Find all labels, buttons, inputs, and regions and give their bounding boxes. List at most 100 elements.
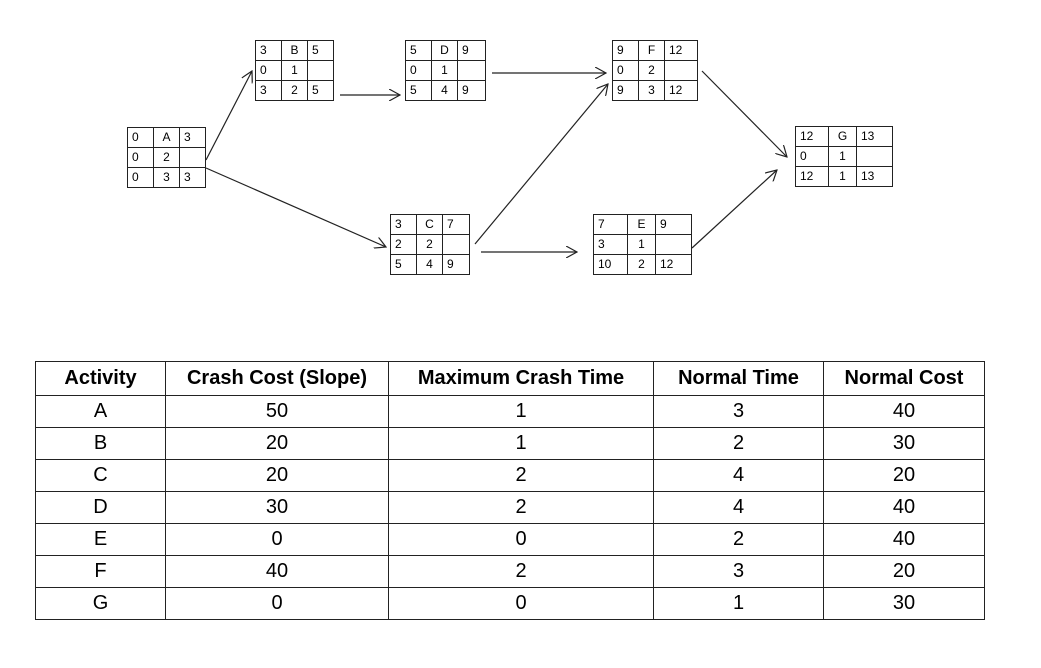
- node-e-label: E: [627, 214, 656, 235]
- cell-normal-time: 1: [653, 587, 824, 620]
- node-a-ef: 3: [179, 127, 206, 148]
- table-row: G 0 0 1 30: [35, 587, 985, 620]
- node-g-label: G: [828, 126, 857, 147]
- cell-normal-time: 3: [653, 555, 824, 588]
- cell-activity: A: [35, 395, 166, 428]
- node-b-ls: 3: [255, 80, 282, 101]
- node-g-ef: 13: [856, 126, 893, 147]
- cell-activity: E: [35, 523, 166, 556]
- table-row: F 40 2 3 20: [35, 555, 985, 588]
- node-c-dur: 4: [416, 254, 443, 275]
- node-f-slack: 0: [612, 60, 639, 81]
- cell-normal-time: 2: [653, 427, 824, 460]
- node-c-slack: 2: [390, 234, 417, 255]
- cell-crash-cost: 20: [165, 427, 389, 460]
- cell-normal-time: 3: [653, 395, 824, 428]
- node-g-lf: 13: [856, 166, 893, 187]
- cell-crash-cost: 0: [165, 587, 389, 620]
- arrow-c-f: [474, 84, 608, 245]
- node-d-duration: 1: [431, 60, 458, 81]
- table-row: D 30 2 4 40: [35, 491, 985, 524]
- cell-max-crash-time: 0: [388, 587, 654, 620]
- node-f-es: 9: [612, 40, 639, 61]
- arrow-a-b: [205, 71, 252, 161]
- node-c-ef: 7: [442, 214, 470, 235]
- node-d-ef: 9: [457, 40, 486, 61]
- node-e-dur: 2: [627, 254, 656, 275]
- node-a-es: 0: [127, 127, 154, 148]
- cell-max-crash-time: 1: [388, 395, 654, 428]
- cell-max-crash-time: 2: [388, 459, 654, 492]
- cell-normal-cost: 30: [823, 427, 985, 460]
- header-crash-cost: Crash Cost (Slope): [165, 361, 389, 396]
- table-row: A 50 1 3 40: [35, 395, 985, 428]
- table-header-row: Activity Crash Cost (Slope) Maximum Cras…: [35, 361, 985, 396]
- cell-normal-time: 4: [653, 491, 824, 524]
- node-g-duration: 1: [828, 146, 857, 167]
- node-a-label: A: [153, 127, 180, 148]
- cell-max-crash-time: 1: [388, 427, 654, 460]
- cell-normal-cost: 20: [823, 459, 985, 492]
- arrow-e-g: [691, 170, 777, 249]
- node-c-ls: 5: [390, 254, 417, 275]
- arrow-a-c: [205, 167, 386, 247]
- node-d-label: D: [431, 40, 458, 61]
- cell-crash-cost: 50: [165, 395, 389, 428]
- node-g-slack: 0: [795, 146, 829, 167]
- node-a-duration: 2: [153, 147, 180, 168]
- node-e-ef: 9: [655, 214, 692, 235]
- node-e-slack: 3: [593, 234, 628, 255]
- node-b-es: 3: [255, 40, 282, 61]
- cell-activity: D: [35, 491, 166, 524]
- node-e-lf: 12: [655, 254, 692, 275]
- node-c-es: 3: [390, 214, 417, 235]
- cell-activity: F: [35, 555, 166, 588]
- cell-crash-cost: 40: [165, 555, 389, 588]
- node-c-lf: 9: [442, 254, 470, 275]
- cell-crash-cost: 20: [165, 459, 389, 492]
- cell-max-crash-time: 2: [388, 491, 654, 524]
- node-d-ls: 5: [405, 80, 432, 101]
- node-b-ef: 5: [307, 40, 334, 61]
- cell-normal-time: 4: [653, 459, 824, 492]
- node-c-label: C: [416, 214, 443, 235]
- network-arrows: [205, 0, 1041, 330]
- header-activity: Activity: [35, 361, 166, 396]
- node-a-dur: 3: [153, 167, 180, 188]
- node-g-ls: 12: [795, 166, 829, 187]
- node-d-dur: 4: [431, 80, 458, 101]
- table-row: B 20 1 2 30: [35, 427, 985, 460]
- cell-activity: C: [35, 459, 166, 492]
- cell-normal-cost: 20: [823, 555, 985, 588]
- node-d-lf: 9: [457, 80, 486, 101]
- node-g-dur: 1: [828, 166, 857, 187]
- node-e-es: 7: [593, 214, 628, 235]
- table-row: C 20 2 4 20: [35, 459, 985, 492]
- cell-normal-cost: 40: [823, 395, 985, 428]
- node-a-slack: 0: [127, 147, 154, 168]
- node-f-label: F: [638, 40, 665, 61]
- cell-normal-cost: 40: [823, 491, 985, 524]
- node-a-ls: 0: [127, 167, 154, 188]
- node-f-dur: 3: [638, 80, 665, 101]
- cell-max-crash-time: 2: [388, 555, 654, 588]
- node-b-label: B: [281, 40, 308, 61]
- node-f-lf: 12: [664, 80, 698, 101]
- node-e-ls: 10: [593, 254, 628, 275]
- node-b-slack: 0: [255, 60, 282, 81]
- cell-activity: G: [35, 587, 166, 620]
- cell-activity: B: [35, 427, 166, 460]
- node-d-es: 5: [405, 40, 432, 61]
- node-f-duration: 2: [638, 60, 665, 81]
- node-e-duration: 1: [627, 234, 656, 255]
- node-f-ls: 9: [612, 80, 639, 101]
- arrow-f-g: [701, 70, 787, 157]
- crash-cost-table: Activity Crash Cost (Slope) Maximum Cras…: [35, 361, 985, 620]
- cell-max-crash-time: 0: [388, 523, 654, 556]
